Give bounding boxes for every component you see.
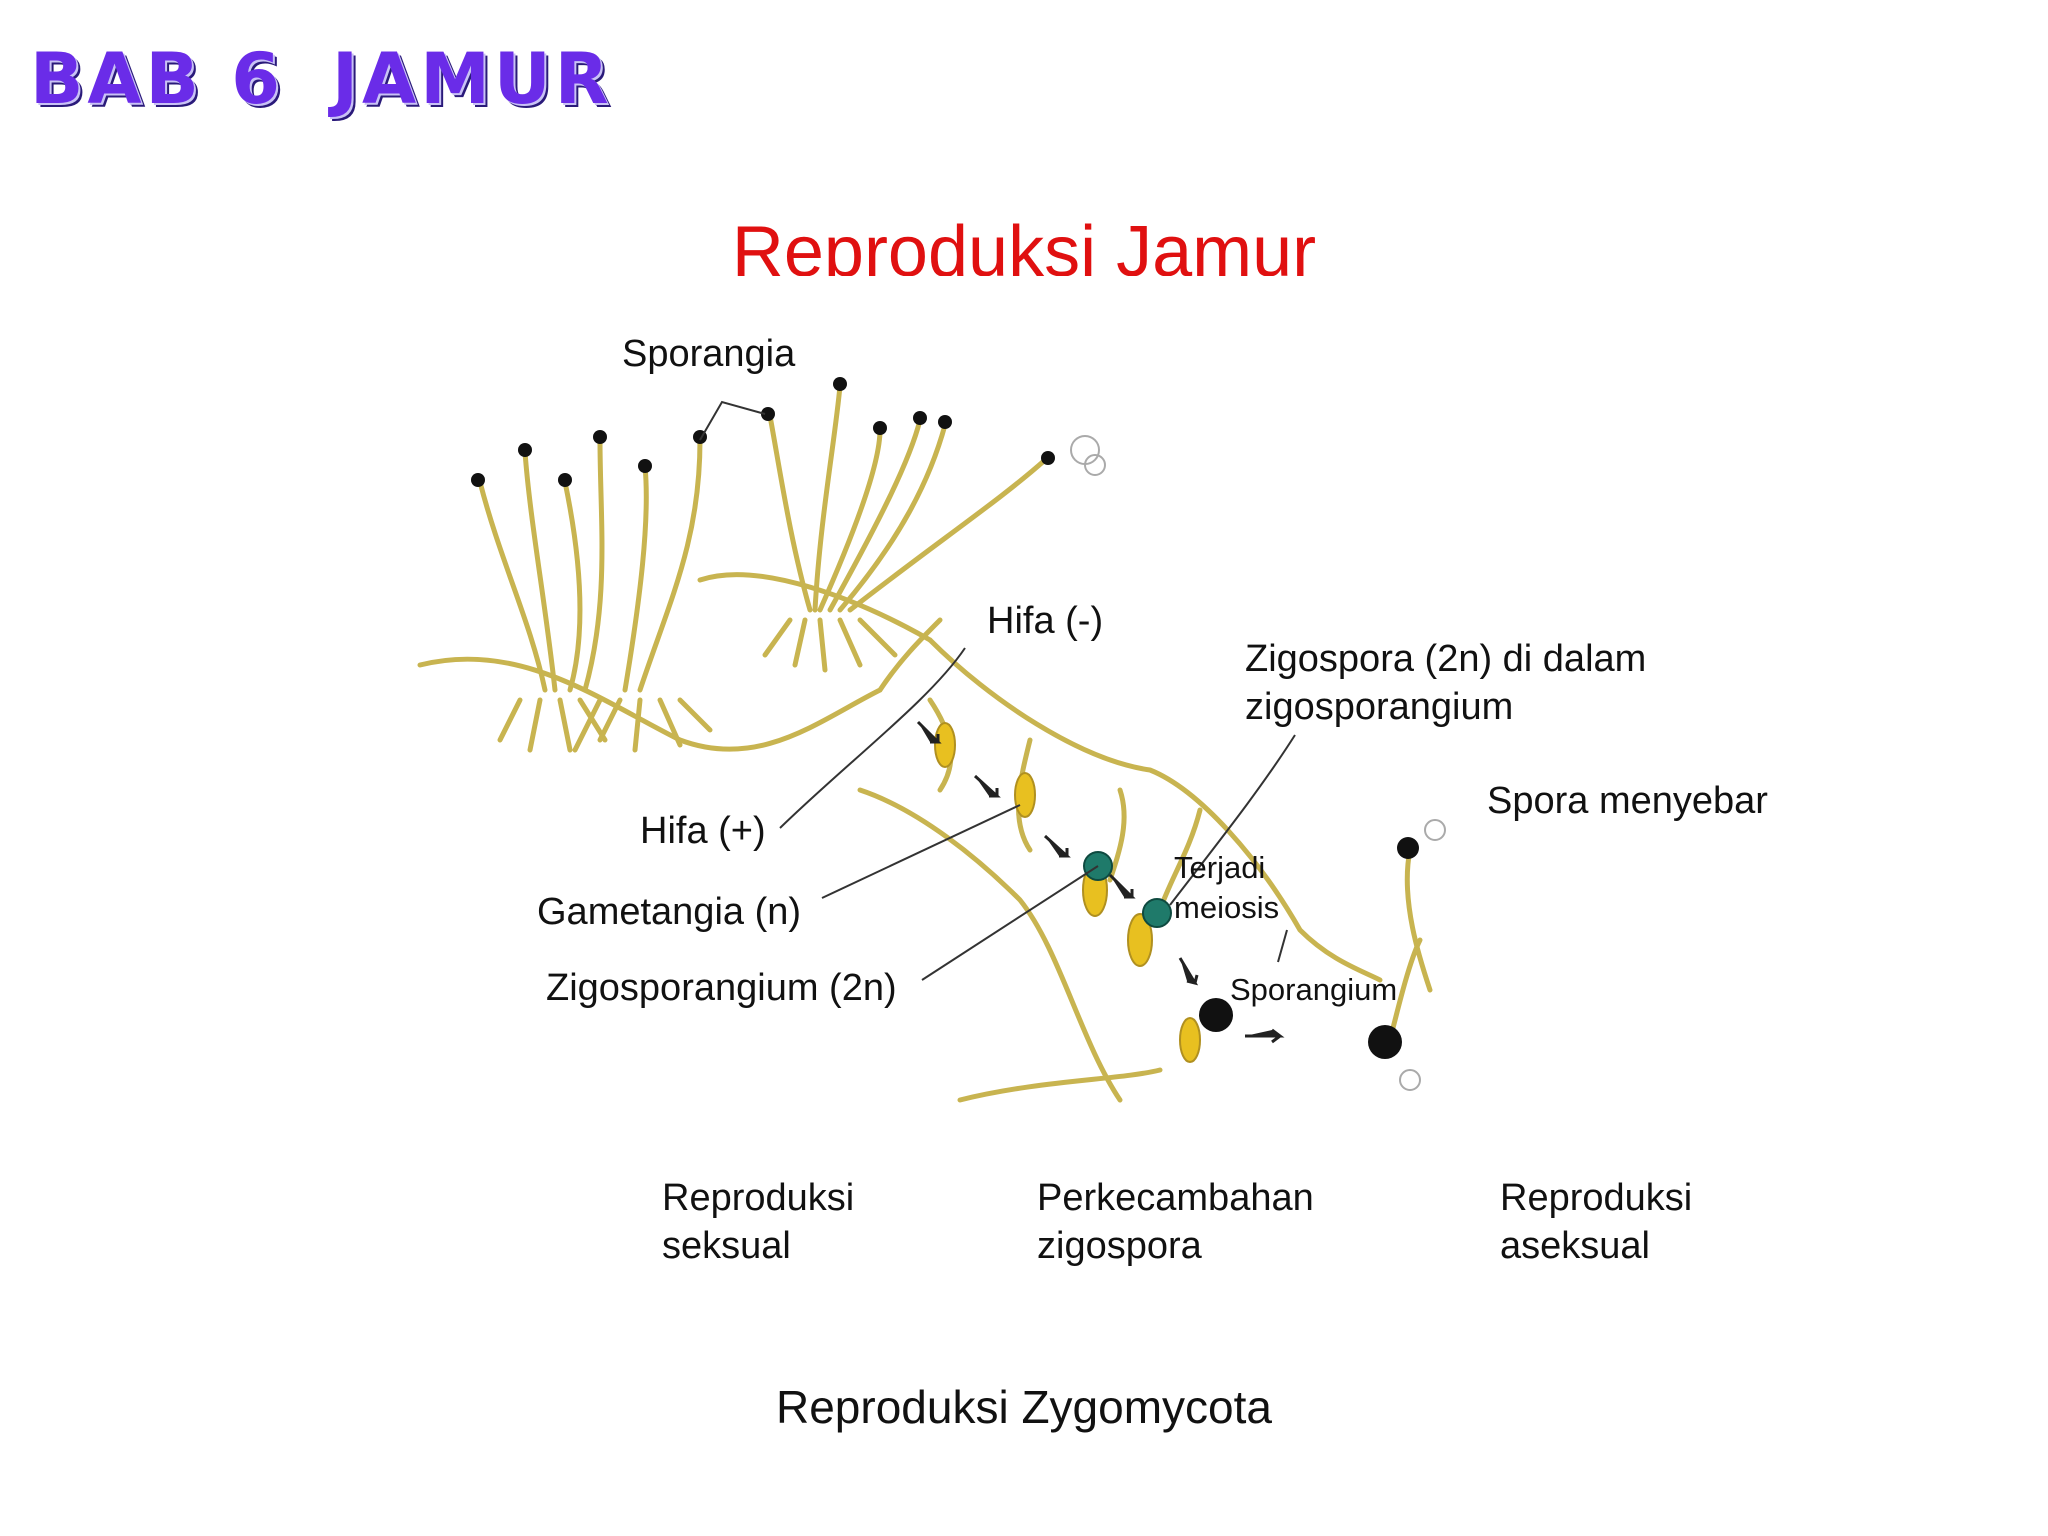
chapter-topic: JAMUR	[331, 38, 613, 120]
hypha-minus	[927, 637, 1383, 983]
sporangium-head	[593, 430, 607, 444]
label-zigospora: Zigospora (2n) di dalam zigosporangium	[1245, 638, 1647, 728]
label-sporangia: Sporangia	[622, 333, 796, 375]
figure-caption: Reproduksi Zygomycota	[776, 1381, 1272, 1433]
stage-perkecambahan: Perkecambahan zigospora	[1037, 1177, 1314, 1267]
chapter-heading: BAB 6 JAMUR	[30, 38, 661, 120]
sporangium-head	[873, 421, 887, 435]
label-spora-menyebar: Spora menyebar	[1487, 780, 1768, 822]
sporangium-head	[1397, 837, 1419, 859]
stage-seksual: Reproduksi seksual	[662, 1177, 855, 1267]
gametangium	[1014, 772, 1036, 818]
gametangium	[1127, 913, 1153, 967]
hypha-plus	[857, 787, 1123, 1103]
label-sporangium: Sporangium	[1230, 972, 1398, 1007]
label-zigosporangium: Zigosporangium (2n)	[546, 967, 897, 1009]
sporangium-head	[518, 443, 532, 457]
sporangium-head	[913, 411, 927, 425]
label-meiosis: meiosis	[1174, 890, 1280, 925]
stolon-left	[417, 617, 943, 752]
sporangium-head	[761, 407, 775, 421]
label-terjadi: Terjadi	[1174, 850, 1266, 885]
chapter-number: BAB 6	[30, 38, 284, 120]
sporangium-head	[471, 473, 485, 487]
zygosporangium	[1142, 898, 1172, 928]
sporangium-head	[638, 459, 652, 473]
sporangium-head	[1041, 451, 1055, 465]
sporangium-head	[938, 415, 952, 429]
sporangium-head	[558, 473, 572, 487]
label-hifa-minus: Hifa (-)	[987, 600, 1104, 642]
gametangium	[934, 722, 956, 768]
sporangium-head	[833, 377, 847, 391]
label-gametangia: Gametangia (n)	[537, 891, 802, 933]
sporangium-head	[1368, 1025, 1402, 1059]
sporangium-head	[1199, 998, 1233, 1032]
slide-title: Reproduksi Jamur	[731, 212, 1317, 276]
label-hifa-plus: Hifa (+)	[640, 810, 766, 852]
gametangium	[1179, 1017, 1201, 1063]
stage-aseksual: Reproduksi aseksual	[1500, 1177, 1693, 1267]
